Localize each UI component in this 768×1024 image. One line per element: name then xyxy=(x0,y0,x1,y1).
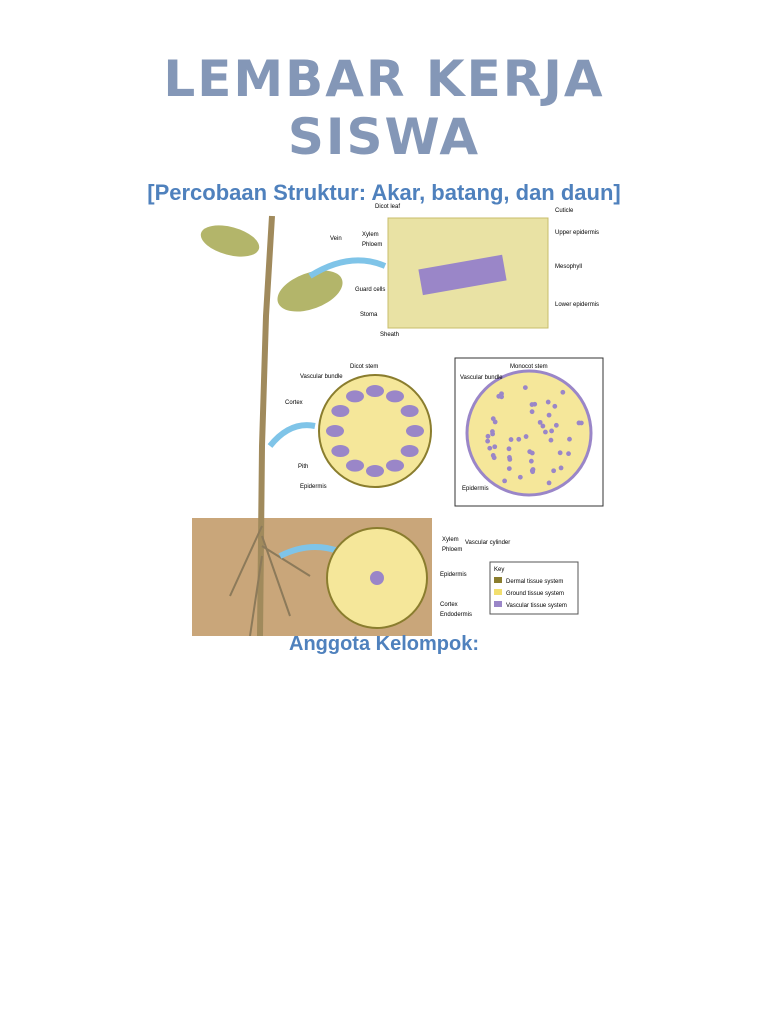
root-cortex-label: Cortex xyxy=(440,602,458,608)
monocot-vascular-bundle-label: Vascular bundle xyxy=(460,375,503,381)
monocot-vascular-bundle xyxy=(560,390,565,395)
monocot-vascular-bundle xyxy=(518,475,523,480)
dicot-vascular-bundle xyxy=(366,385,384,397)
group-members-label: Anggota Kelompok: xyxy=(0,633,768,656)
dicot-vascular-bundle xyxy=(406,425,424,437)
label-lower-epidermis: Lower epidermis xyxy=(555,302,599,308)
monocot-vascular-bundle xyxy=(490,432,495,437)
monocot-vascular-bundle xyxy=(507,446,512,451)
dicot-epidermis-label: Epidermis xyxy=(300,484,327,490)
monocot-vascular-bundle xyxy=(551,468,556,473)
leaf-heading: Dicot leaf xyxy=(375,204,400,210)
dicot-vascular-bundle xyxy=(346,390,364,402)
label-vein: Vein xyxy=(330,236,342,242)
monocot-vascular-bundle xyxy=(496,394,501,399)
monocot-vascular-bundle xyxy=(507,455,512,460)
root-epidermis-label: Epidermis xyxy=(440,572,467,578)
label-cuticle: Cuticle xyxy=(555,208,574,214)
title-line-2: SISWA xyxy=(0,108,768,166)
monocot-vascular-bundle xyxy=(485,439,490,444)
dicot-cortex-label: Cortex xyxy=(285,400,303,406)
monocot-vascular-bundle xyxy=(529,459,534,464)
dicot-vascular-bundle xyxy=(386,390,404,402)
monocot-vascular-bundle xyxy=(547,413,552,418)
dicot-stem-heading: Dicot stem xyxy=(350,364,378,370)
tissue-key: Key Dermal tissue system Ground tissue s… xyxy=(490,562,578,614)
key-label-ground: Ground tissue system xyxy=(506,591,564,597)
label-phloem-leaf: Phloem xyxy=(362,242,382,248)
dicot-vascular-bundle xyxy=(331,445,349,457)
monocot-vascular-bundle xyxy=(523,385,528,390)
monocot-vascular-bundle xyxy=(559,466,564,471)
dicot-vascular-bundle xyxy=(386,460,404,472)
monocot-vascular-bundle xyxy=(524,434,529,439)
monocot-vascular-bundle xyxy=(486,434,491,439)
monocot-vascular-bundle xyxy=(552,404,557,409)
title-line-1: LEMBAR KERJA xyxy=(0,50,768,108)
monocot-vascular-bundle xyxy=(554,423,559,428)
monocot-vascular-bundle xyxy=(540,424,545,429)
monocot-vascular-bundle xyxy=(567,437,572,442)
root-xylem-label: Xylem xyxy=(442,537,459,543)
key-swatch-ground xyxy=(494,589,502,595)
label-guard-cells: Guard cells xyxy=(355,287,385,293)
monocot-vascular-bundle xyxy=(577,421,582,426)
monocot-vascular-bundle xyxy=(546,400,551,405)
monocot-vascular-bundle xyxy=(566,451,571,456)
monocot-vascular-bundle xyxy=(487,446,492,451)
label-sheath: Sheath xyxy=(380,332,399,338)
dicot-vascular-bundle-label: Vascular bundle xyxy=(300,374,343,380)
monocot-vascular-bundle xyxy=(516,437,521,442)
dicot-vascular-bundle xyxy=(401,445,419,457)
monocot-epidermis-label: Epidermis xyxy=(462,486,489,492)
monocot-stem-circle xyxy=(467,371,591,495)
monocot-vascular-bundle xyxy=(502,479,507,484)
dicot-pith-label: Pith xyxy=(298,464,308,470)
root-phloem-label: Phloem xyxy=(442,547,462,553)
dicot-vascular-bundle xyxy=(346,460,364,472)
worksheet-title: LEMBAR KERJA SISWA xyxy=(0,50,768,166)
key-heading: Key xyxy=(494,567,504,573)
root-vascular-cylinder-label: Vascular cylinder xyxy=(465,540,510,546)
monocot-vascular-bundle xyxy=(492,444,497,449)
dicot-vascular-bundle xyxy=(401,405,419,417)
label-upper-epidermis: Upper epidermis xyxy=(555,230,599,236)
dicot-vascular-bundle xyxy=(326,425,344,437)
plant-structure-figure: Dicot leaf Cuticle Upper epidermis Mesop… xyxy=(190,196,610,636)
monocot-vascular-bundle xyxy=(530,402,535,407)
key-swatch-dermal xyxy=(494,577,502,583)
monocot-vascular-bundle xyxy=(549,438,554,443)
monocot-stem-section: Monocot stem Vascular bundle Epidermis xyxy=(455,358,603,506)
right-leaf xyxy=(272,262,348,319)
key-label-vascular: Vascular tissue system xyxy=(506,603,567,609)
monocot-vascular-bundle xyxy=(493,420,498,425)
key-label-dermal: Dermal tissue system xyxy=(506,579,563,585)
leaf-section: Dicot leaf Cuticle Upper epidermis Mesop… xyxy=(330,204,599,338)
label-stoma: Stoma xyxy=(360,312,378,318)
key-swatch-vascular xyxy=(494,601,502,607)
monocot-vascular-bundle xyxy=(530,409,535,414)
stem-arrow xyxy=(270,425,315,446)
monocot-vascular-bundle xyxy=(530,468,535,473)
monocot-vascular-bundle xyxy=(558,450,563,455)
label-xylem-leaf: Xylem xyxy=(362,232,379,238)
monocot-vascular-bundle xyxy=(549,429,554,434)
monocot-vascular-bundle xyxy=(492,455,497,460)
monocot-vascular-bundle xyxy=(543,430,548,435)
label-mesophyll: Mesophyll xyxy=(555,264,582,270)
monocot-stem-heading: Monocot stem xyxy=(510,364,548,370)
root-vascular-cylinder xyxy=(370,571,384,585)
left-leaf xyxy=(197,220,262,263)
monocot-vascular-bundle xyxy=(547,480,552,485)
root-endodermis-label: Endodermis xyxy=(440,612,472,618)
monocot-vascular-bundle xyxy=(530,451,535,456)
monocot-vascular-bundle xyxy=(507,466,512,471)
dicot-vascular-bundle xyxy=(366,465,384,477)
dicot-vascular-bundle xyxy=(331,405,349,417)
monocot-vascular-bundle xyxy=(509,437,514,442)
